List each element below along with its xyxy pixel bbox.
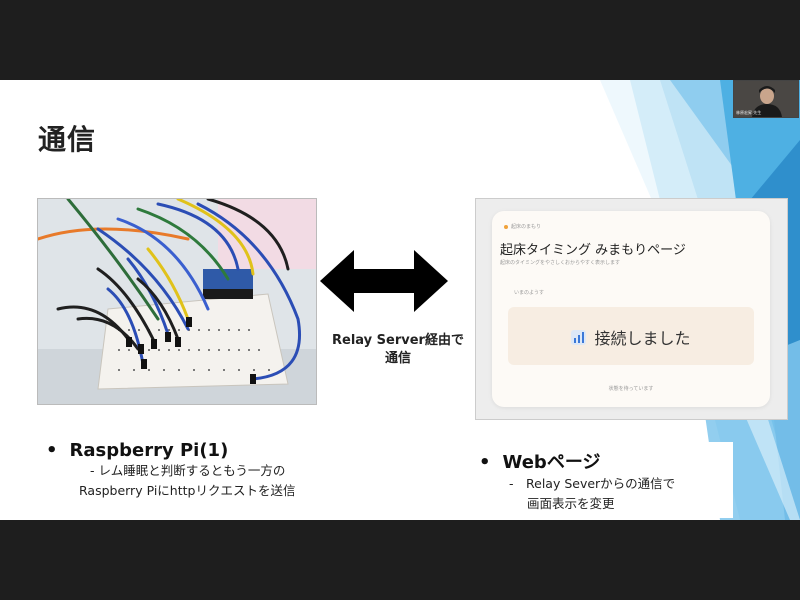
raspberry-pi-heading: Raspberry Pi(1)	[69, 440, 229, 461]
connection-status-box: 接続しました	[508, 307, 754, 365]
webpage-bullet: • Webページ - Relay Severからの通信で 画面表示を変更	[479, 448, 675, 514]
bullet-marker: •	[479, 452, 491, 473]
webpage-section-label: いまのようす	[514, 290, 545, 296]
webpage-top-label-text: 起床のまもり	[511, 224, 542, 230]
raspberry-pi-desc-line1: - レム睡眠と判断するともう一方の	[90, 463, 286, 478]
webpage-top-label: 起床のまもり	[504, 223, 541, 230]
bar-chart-icon	[571, 329, 587, 345]
connection-status-text: 接続しました	[594, 329, 691, 348]
webpage-bullet-heading: Webページ	[502, 452, 601, 473]
webcam-thumbnail[interactable]: 林原宏昇 先生	[733, 80, 799, 118]
arrow-caption-line2: 通信	[384, 351, 411, 366]
status-dot-icon	[504, 224, 508, 229]
webpage-heading: 起床タイミング みまもりページ	[500, 243, 686, 258]
webpage-bullet-panel: • Webページ - Relay Severからの通信で 画面表示を変更	[469, 442, 733, 518]
presenter-avatar	[734, 81, 798, 117]
webpage-subtitle: 起床のタイミングをやさしくおからやすく表示します	[500, 260, 621, 266]
webpage-desc-line1: - Relay Severからの通信で	[509, 476, 676, 491]
breadboard-photo	[37, 198, 317, 405]
raspberry-pi-bullet: • Raspberry Pi(1) - レム睡眠と判断するともう一方の Raspb…	[46, 440, 295, 501]
arrow-caption: Relay Server経由で 通信	[318, 332, 478, 368]
arrow-caption-line1: Relay Server経由で	[332, 333, 464, 348]
bullet-marker: •	[46, 440, 58, 461]
slide-title: 通信	[38, 123, 97, 156]
webpage-screenshot: 起床のまもり 起床タイミング みまもりページ 起床のタイミングをやさしくおからや…	[475, 198, 788, 420]
raspberry-pi-desc-line2: Raspberry Piにhttpリクエストを送信	[79, 483, 296, 498]
webpage-desc-line2: 画面表示を変更	[527, 496, 615, 511]
webpage-card: 起床のまもり 起床タイミング みまもりページ 起床のタイミングをやさしくおからや…	[492, 211, 770, 407]
webpage-footer: 状態を待っています	[608, 386, 654, 392]
double-arrow-icon	[320, 250, 448, 312]
presenter-name: 林原宏昇 先生	[736, 110, 762, 115]
presentation-slide: 通信	[0, 80, 800, 520]
